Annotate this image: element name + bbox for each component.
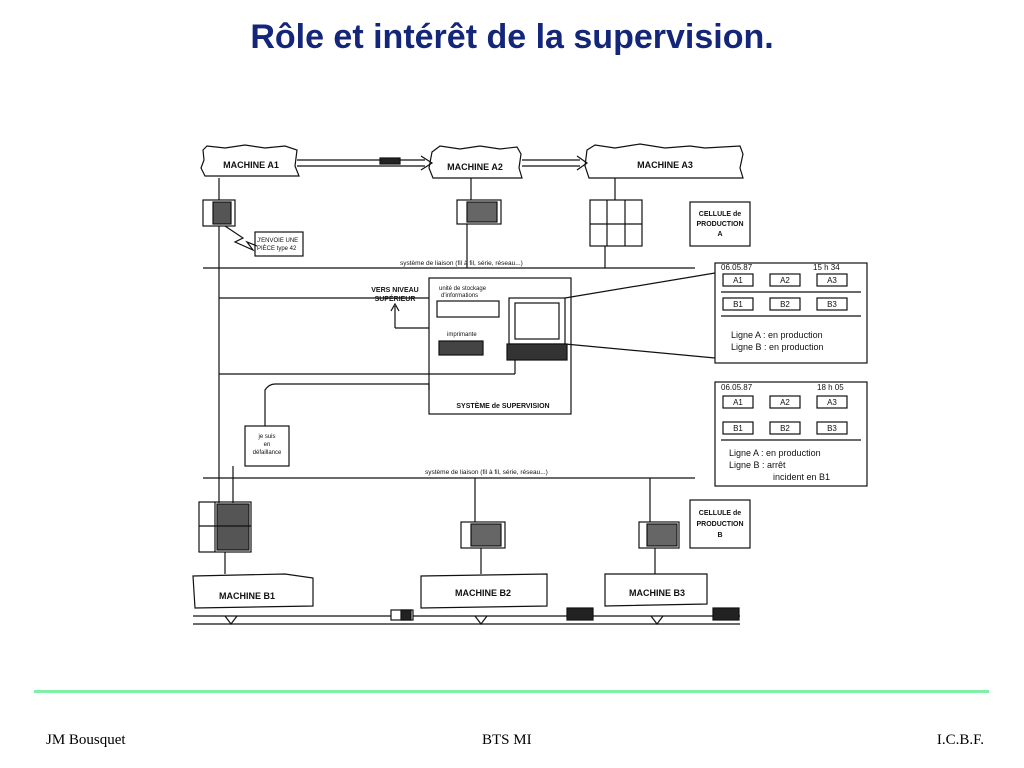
screen2-date: 06.05.87 — [721, 383, 753, 392]
screen1-status-b: Ligne B : en production — [731, 342, 824, 352]
footer-course: BTS MI — [482, 732, 532, 748]
machine-b2: MACHINE B2 — [420, 573, 548, 609]
imprimante-label: imprimante — [447, 332, 477, 338]
screen1-a2: A2 — [780, 276, 790, 285]
footer-author: JM Bousquet — [46, 732, 126, 748]
stockage-line2: d'informations — [441, 293, 478, 299]
cellule-b-line2: PRODUCTION — [696, 521, 743, 528]
screen2-status-incident: incident en B1 — [773, 472, 830, 482]
automate-a1-icon — [202, 178, 236, 227]
machine-b3: MACHINE B3 — [604, 573, 708, 607]
machine-a1-label: MACHINE A1 — [223, 160, 279, 170]
vers-niveau-superieur: VERS NIVEAU SUPÉRIEUR — [371, 287, 429, 329]
cellule-b-line3: B — [717, 532, 722, 539]
screen1-a3: A3 — [827, 276, 837, 285]
defaillance-line1: je suis — [257, 434, 275, 440]
screen2-status-a: Ligne A : en production — [729, 448, 821, 458]
machine-a2-label: MACHINE A2 — [447, 162, 503, 172]
screen1-time: 15 h 34 — [813, 263, 840, 272]
cellule-a: CELLULE de PRODUCTION A — [689, 201, 751, 247]
machine-a3: MACHINE A3 — [584, 143, 744, 179]
automate-a2-icon — [456, 178, 502, 225]
screen1-b2: B2 — [780, 300, 790, 309]
link-bus-top: système de liaison (fil à fil, série, ré… — [203, 224, 695, 269]
screen1-b3: B3 — [827, 300, 837, 309]
automate-b2-icon — [460, 521, 506, 574]
conveyor-a — [297, 155, 589, 171]
defaillance-message: je suis en défaillance — [232, 383, 430, 503]
cellule-b: CELLULE de PRODUCTION B — [689, 499, 751, 549]
cellule-a-line3: A — [717, 231, 722, 238]
screen1-status-a: Ligne A : en production — [731, 330, 823, 340]
machine-a3-label: MACHINE A3 — [637, 160, 693, 170]
machine-b1: MACHINE B1 — [192, 573, 314, 609]
envoi-message: J'ENVOIE UNE PIÈCE type 42 — [254, 231, 304, 257]
supervision-label: SYSTÈME de SUPERVISION — [456, 401, 549, 410]
vers-niveau-line2: SUPÉRIEUR — [375, 294, 416, 303]
automate-b3-icon — [638, 521, 680, 574]
cellule-b-line1: CELLULE de — [699, 510, 741, 517]
supervision-system: unité de stockage d'informations imprima… — [219, 277, 572, 415]
slide-title: Rôle et intérêt de la supervision. — [250, 18, 774, 56]
footer-divider — [34, 690, 989, 693]
screen-1: 06.05.87 15 h 34 A1 A2 A3 B1 B2 B3 Ligne… — [564, 262, 868, 364]
stockage-line1: unité de stockage — [439, 286, 487, 292]
cellule-a-line1: CELLULE de — [699, 211, 741, 218]
machine-b2-label: MACHINE B2 — [455, 588, 511, 598]
screen2-a3: A3 — [827, 398, 837, 407]
defaillance-line2: en — [264, 442, 271, 448]
defaillance-line3: défaillance — [253, 450, 282, 456]
screen1-a1: A1 — [733, 276, 743, 285]
machine-a1: MACHINE A1 — [200, 144, 300, 177]
link-bus-bottom: système de liaison (fil à fil, série, ré… — [203, 469, 695, 522]
screen2-b3: B3 — [827, 424, 837, 433]
supervision-diagram: MACHINE A1 MACHINE A2 MACHINE A3 — [192, 143, 868, 625]
link-bottom-label: système de liaison (fil à fil, série, ré… — [425, 469, 548, 476]
automate-b1-icon — [198, 501, 252, 574]
screen2-status-b: Ligne B : arrêt — [729, 460, 786, 470]
screen1-b1: B1 — [733, 300, 743, 309]
screen2-time: 18 h 05 — [817, 383, 844, 392]
screen1-date: 06.05.87 — [721, 263, 753, 272]
screen2-a2: A2 — [780, 398, 790, 407]
automate-a3-icon — [589, 178, 643, 247]
link-top-label: système de liaison (fil à fil, série, ré… — [400, 260, 523, 267]
footer-school: I.C.B.F. — [936, 732, 984, 748]
screen2-a1: A1 — [733, 398, 743, 407]
machine-b1-label: MACHINE B1 — [219, 591, 275, 601]
lightning-icon — [224, 225, 258, 252]
envoi-line2: PIÈCE type 42 — [257, 245, 297, 252]
screen2-b2: B2 — [780, 424, 790, 433]
machine-b3-label: MACHINE B3 — [629, 588, 685, 598]
screen2-b1: B1 — [733, 424, 743, 433]
machine-a2: MACHINE A2 — [428, 145, 523, 179]
vers-niveau-line1: VERS NIVEAU — [371, 287, 418, 294]
envoi-line1: J'ENVOIE UNE — [257, 238, 298, 244]
screen-2: 06.05.87 18 h 05 A1 A2 A3 B1 B2 B3 Ligne… — [714, 381, 868, 487]
cellule-a-line2: PRODUCTION — [696, 221, 743, 228]
conveyor-b — [193, 607, 740, 625]
